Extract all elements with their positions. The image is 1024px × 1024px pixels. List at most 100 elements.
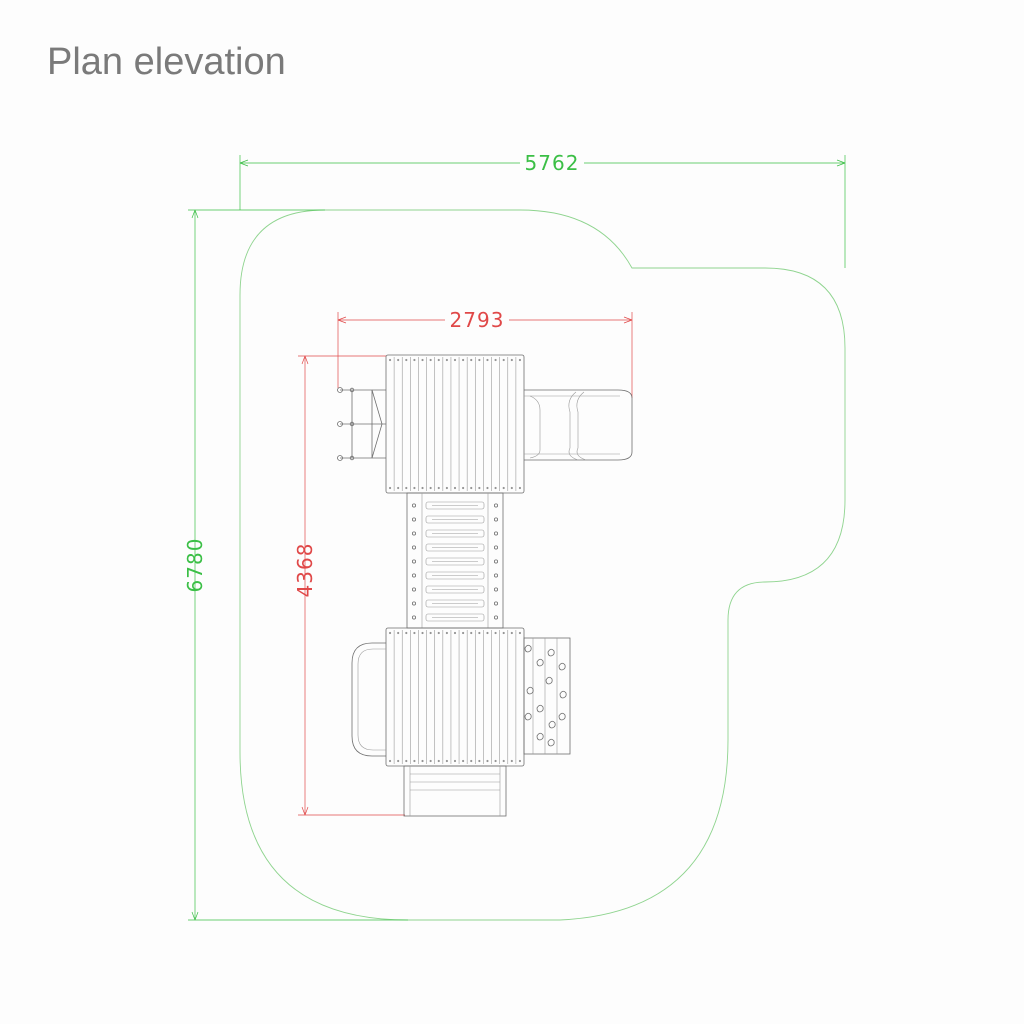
deck-bolt: [405, 759, 408, 763]
overall-depth-label: 6780: [183, 538, 207, 593]
deck-bolt: [486, 358, 489, 362]
overall-depth-dimension: 6780: [183, 209, 408, 921]
deck-bolt: [421, 486, 424, 490]
deck-bolt: [486, 631, 489, 635]
bridge-bolt: [411, 587, 416, 592]
overall-width-dimension: 5762: [239, 150, 846, 268]
bridge-rung: [425, 613, 485, 622]
deck-bolt: [510, 358, 513, 362]
deck-bolt: [405, 486, 408, 490]
entry-steps: [403, 765, 507, 817]
bridge-bolt: [493, 531, 498, 536]
deck-bolt: [413, 486, 416, 490]
deck-bolt: [437, 486, 440, 490]
deck-bolt: [470, 631, 473, 635]
bridge-bolt: [411, 573, 416, 578]
deck-bolt: [478, 486, 481, 490]
bridge-rung: [425, 501, 485, 510]
deck-bolt: [437, 358, 440, 362]
bridge-rung: [425, 585, 485, 594]
deck-bolt: [437, 759, 440, 763]
bridge-rung: [425, 543, 485, 552]
deck-bolt: [405, 358, 408, 362]
deck-bolt: [478, 358, 481, 362]
climbing-hold: [536, 658, 544, 667]
deck-bolt: [413, 358, 416, 362]
bridge-bolt: [411, 545, 416, 550]
deck-bolt: [397, 486, 400, 490]
slide: [524, 389, 633, 461]
equipment-width-dimension: 2793: [337, 307, 633, 398]
climbing-hold: [536, 704, 544, 713]
deck-bolt: [421, 631, 424, 635]
climbing-hold: [524, 644, 532, 653]
deck-bolt: [429, 358, 432, 362]
page-title: Plan elevation: [47, 41, 286, 83]
deck-bolt: [388, 486, 392, 490]
climbing-hold: [536, 732, 544, 741]
deck-bolt: [397, 631, 400, 635]
bridge-bolt: [493, 517, 498, 522]
bridge-bolt: [411, 503, 416, 508]
deck-bolt: [421, 759, 424, 763]
deck-bolt: [502, 486, 505, 490]
deck-bolt: [470, 358, 473, 362]
climbing-hold: [559, 690, 567, 699]
bridge-rung: [425, 529, 485, 538]
deck-bolt: [397, 358, 400, 362]
deck-bolt: [388, 358, 392, 362]
deck-bolt: [445, 759, 448, 763]
deck-bolt: [445, 486, 448, 490]
deck-bolt: [518, 486, 522, 490]
deck-bolt: [518, 759, 522, 763]
bridge-bolt: [493, 503, 498, 508]
overall-width-label: 5762: [525, 151, 580, 175]
bridge-bolt: [411, 601, 416, 606]
deck-bolt: [462, 358, 465, 362]
bridge-bolt: [493, 615, 498, 620]
deck-bolt: [429, 759, 432, 763]
bridge: [406, 492, 504, 629]
deck-bolt: [518, 631, 522, 635]
handrail-loop: [351, 642, 386, 757]
deck-bolt: [445, 631, 448, 635]
deck-bolt: [470, 759, 473, 763]
deck-bolt: [453, 358, 457, 362]
climbing-hold: [526, 686, 534, 695]
deck-bolt: [388, 631, 392, 635]
deck-bolt: [453, 759, 457, 763]
deck-bolt: [437, 631, 440, 635]
deck-bolt: [502, 358, 505, 362]
bridge-bolt: [411, 531, 416, 536]
deck-bolt: [429, 631, 432, 635]
deck-bolt: [510, 486, 513, 490]
deck-bolt: [494, 358, 497, 362]
deck-bolt: [478, 759, 481, 763]
deck-bolt: [478, 631, 481, 635]
deck-bolt: [518, 358, 522, 362]
deck-bolt: [502, 631, 505, 635]
deck-bolt: [486, 486, 489, 490]
climbing-hold: [548, 720, 556, 729]
deck-bolt: [397, 759, 400, 763]
bridge-bolt: [493, 545, 498, 550]
deck-bolt: [453, 631, 457, 635]
bridge-bolt: [493, 601, 498, 606]
deck-bolt: [462, 759, 465, 763]
climbing-hold: [524, 712, 532, 721]
bridge-bolt: [493, 559, 498, 564]
bridge-bolt: [411, 615, 416, 620]
deck-bolt: [413, 759, 416, 763]
climbing-hold: [547, 738, 555, 747]
bridge-bolt: [411, 517, 416, 522]
deck-bolt: [453, 486, 457, 490]
climbing-hold: [547, 648, 555, 657]
equipment-width-label: 2793: [450, 308, 505, 332]
deck-bolt: [445, 358, 448, 362]
bridge-rung: [425, 571, 485, 580]
deck-bolt: [405, 631, 408, 635]
bridge-rung: [425, 557, 485, 566]
deck-bolt: [421, 358, 424, 362]
deck-bolt: [494, 631, 497, 635]
